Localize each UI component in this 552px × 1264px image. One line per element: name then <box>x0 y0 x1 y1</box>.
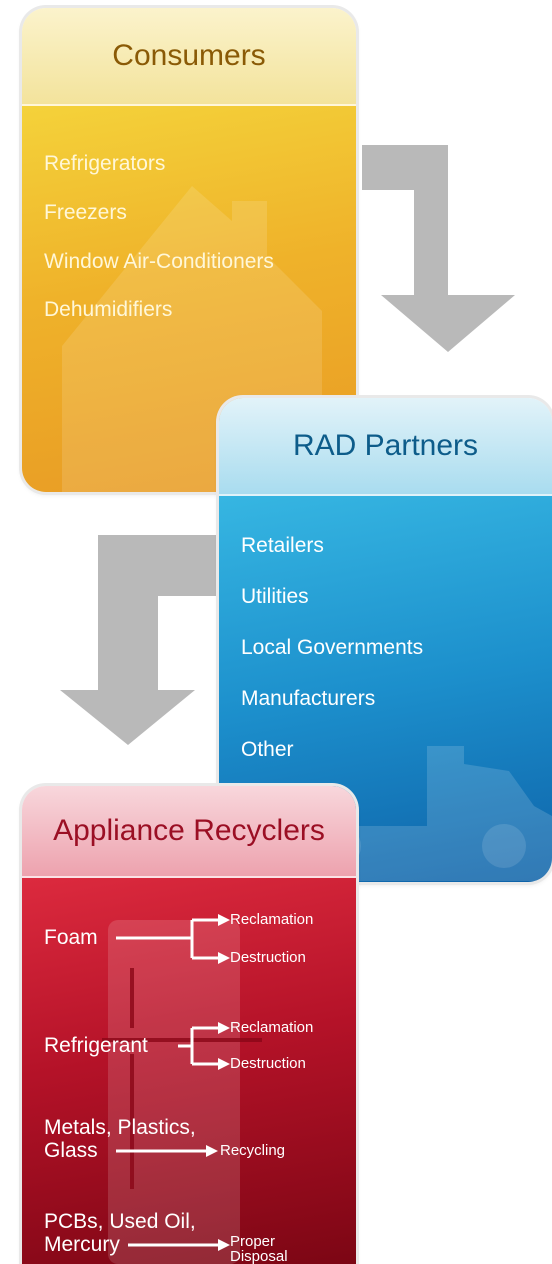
consumers-item-freezers: Freezers <box>44 201 127 224</box>
consumers-title: Consumers <box>22 8 356 106</box>
material-pcbs-used-oil: PCBs, Used Oil, <box>44 1210 196 1233</box>
pcbs-outcome-proper: Proper <box>230 1233 276 1250</box>
rad-partners-box: RAD Partners Retailers Utilities Local G… <box>219 398 552 882</box>
material-glass: Glass <box>44 1139 98 1162</box>
consumers-item-list: Refrigerators Freezers Window Air-Condit… <box>44 106 344 366</box>
consumers-item-dehumidifiers: Dehumidifiers <box>44 298 173 321</box>
appliance-recyclers-body: Foam Reclamation Destruction Refrigerant… <box>22 878 356 1264</box>
material-mercury: Mercury <box>44 1233 120 1256</box>
rad-partners-item-manufacturers: Manufacturers <box>241 687 376 710</box>
refrigerant-outcome-reclamation: Reclamation <box>230 1019 314 1036</box>
rad-partners-item-retailers: Retailers <box>241 534 324 557</box>
consumers-item-window-ac: Window Air-Conditioners <box>44 250 274 273</box>
pcbs-outcome-disposal: Disposal <box>230 1248 288 1264</box>
metals-outcome-recycling: Recycling <box>220 1142 286 1159</box>
appliance-recyclers-title: Appliance Recyclers <box>22 786 356 878</box>
material-foam: Foam <box>44 926 98 949</box>
rad-partners-item-utilities: Utilities <box>241 585 309 608</box>
rad-partners-item-local-governments: Local Governments <box>241 636 424 659</box>
consumers-item-refrigerators: Refrigerators <box>44 152 166 175</box>
appliance-recyclers-box: Appliance Recyclers <box>22 786 356 1264</box>
foam-outcome-destruction: Destruction <box>230 949 306 966</box>
material-metals-plastics: Metals, Plastics, <box>44 1116 196 1139</box>
material-refrigerant: Refrigerant <box>44 1034 148 1057</box>
refrigerant-outcome-destruction: Destruction <box>230 1055 306 1072</box>
foam-outcome-reclamation: Reclamation <box>230 911 314 928</box>
rad-partners-body: Retailers Utilities Local Governments Ma… <box>219 496 552 882</box>
rad-partners-title: RAD Partners <box>219 398 552 496</box>
rad-partners-item-list: Retailers Utilities Local Governments Ma… <box>241 496 541 796</box>
rad-partners-item-other: Other <box>241 738 294 761</box>
